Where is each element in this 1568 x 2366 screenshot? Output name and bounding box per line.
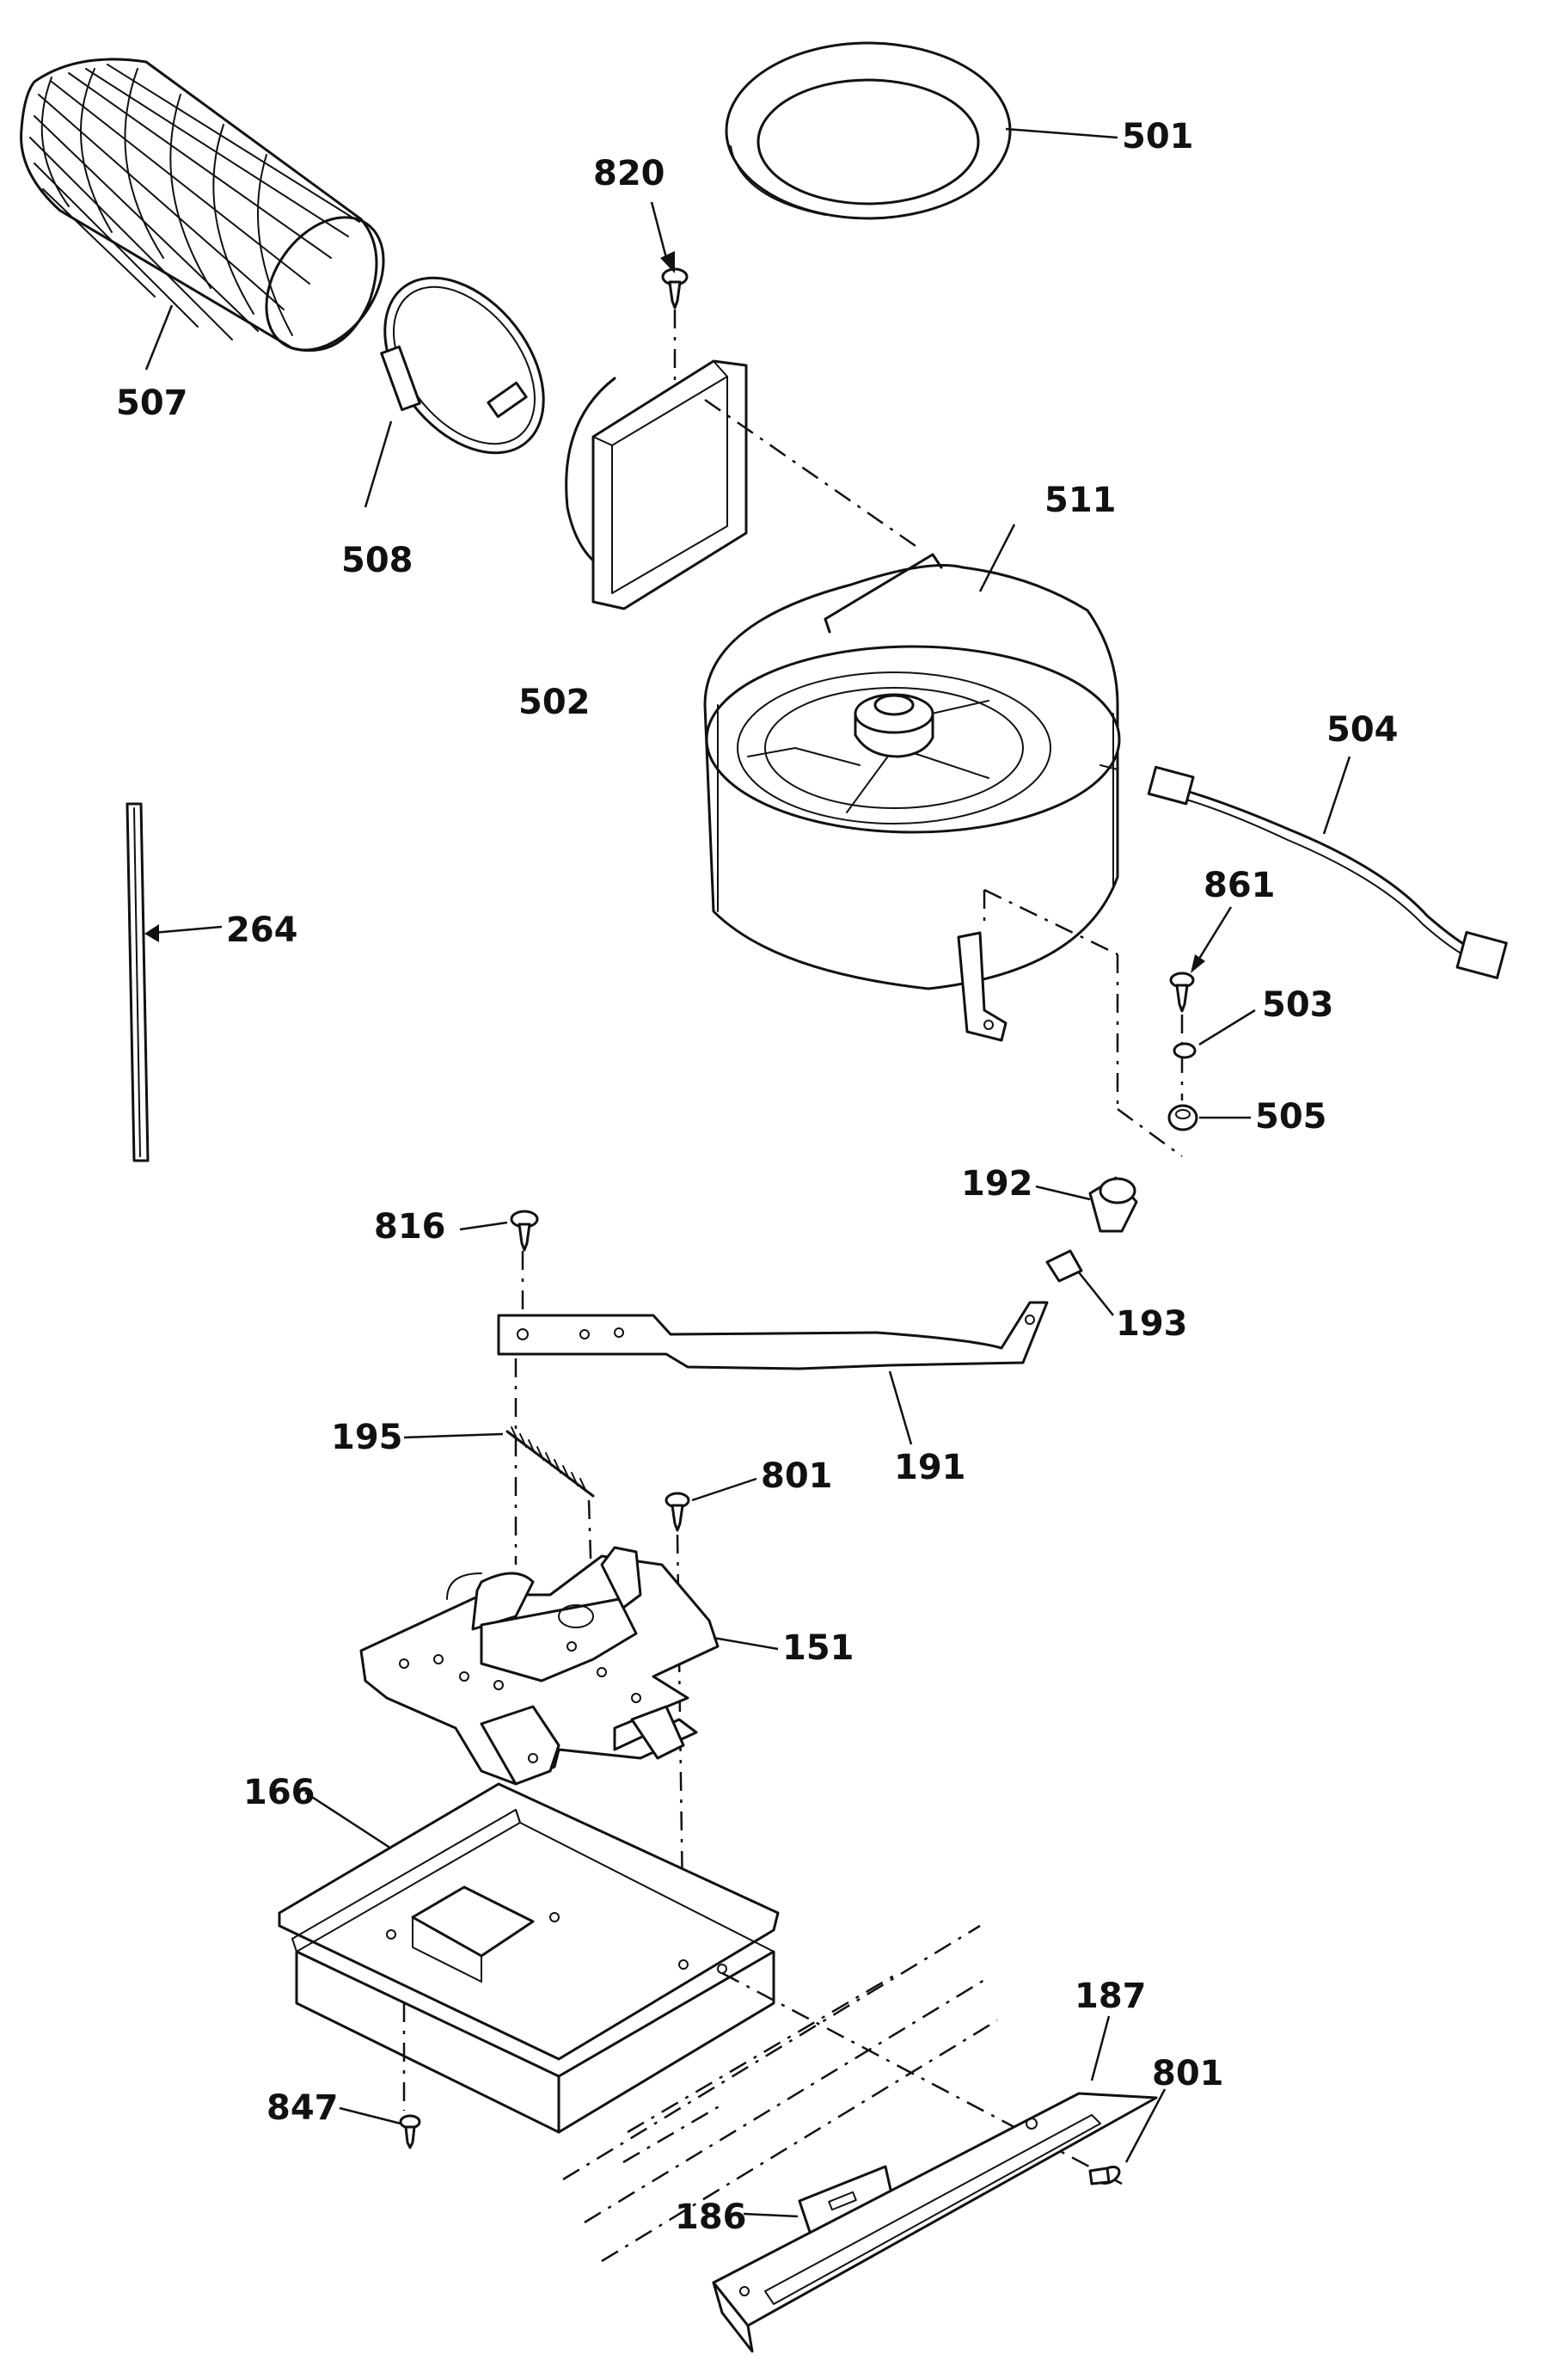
part-511-blower-housing	[703, 553, 1183, 1158]
callout-187: 187	[1075, 1977, 1147, 2016]
part-816-screw	[510, 1210, 539, 1315]
callout-861: 861	[1204, 866, 1276, 905]
part-166-base-tray	[278, 1782, 1123, 2185]
callout-847: 847	[266, 2088, 339, 2128]
part-192-knob	[1088, 1176, 1138, 1233]
part-847-screw	[399, 2114, 421, 2149]
callout-801-upper: 801	[761, 1456, 833, 1496]
part-151-latch-plate	[359, 1546, 720, 1786]
part-503-washer	[1173, 1042, 1197, 1059]
part-861-screw	[1169, 972, 1195, 1100]
part-264-trim-strip	[126, 802, 150, 1162]
callout-191: 191	[894, 1448, 966, 1487]
callout-502: 502	[518, 683, 591, 722]
callout-264: 264	[226, 910, 298, 950]
leader-lines	[144, 127, 1351, 2218]
callout-192: 192	[961, 1164, 1033, 1204]
callout-511: 511	[1044, 481, 1117, 520]
callout-labels: 501 507 820 508 511 502 504 264 861 503 …	[116, 117, 1399, 2237]
part-820-screw	[661, 267, 689, 395]
callout-503: 503	[1262, 985, 1334, 1025]
callout-816: 816	[374, 1207, 446, 1247]
callout-193: 193	[1116, 1304, 1188, 1344]
callout-186: 186	[675, 2197, 747, 2237]
callout-820: 820	[593, 154, 665, 193]
callout-504: 504	[1326, 710, 1399, 750]
part-505-grommet	[1167, 1104, 1198, 1131]
part-191-actuator-rod	[497, 1301, 1049, 1565]
callout-166: 166	[243, 1773, 315, 1812]
part-193-clip	[1045, 1249, 1083, 1283]
part-507-flex-duct	[20, 58, 385, 352]
part-187-bracket	[712, 2092, 1158, 2353]
part-195-spring	[505, 1426, 595, 1643]
part-504-wire-harness	[1147, 765, 1508, 979]
callout-508: 508	[341, 541, 413, 580]
callout-501: 501	[1122, 117, 1194, 156]
part-501-gasket-ring	[725, 41, 1012, 220]
callout-505: 505	[1255, 1097, 1327, 1137]
callout-801-lower: 801	[1152, 2054, 1224, 2093]
part-801-screw-lower	[1088, 2166, 1121, 2185]
cabinet-phantom-outline	[562, 1924, 998, 2263]
callout-507: 507	[116, 383, 188, 423]
callout-195: 195	[331, 1418, 403, 1457]
part-508-hose-clamp	[380, 276, 545, 455]
callout-151: 151	[782, 1628, 854, 1668]
part-502-duct-adapter	[565, 359, 916, 610]
